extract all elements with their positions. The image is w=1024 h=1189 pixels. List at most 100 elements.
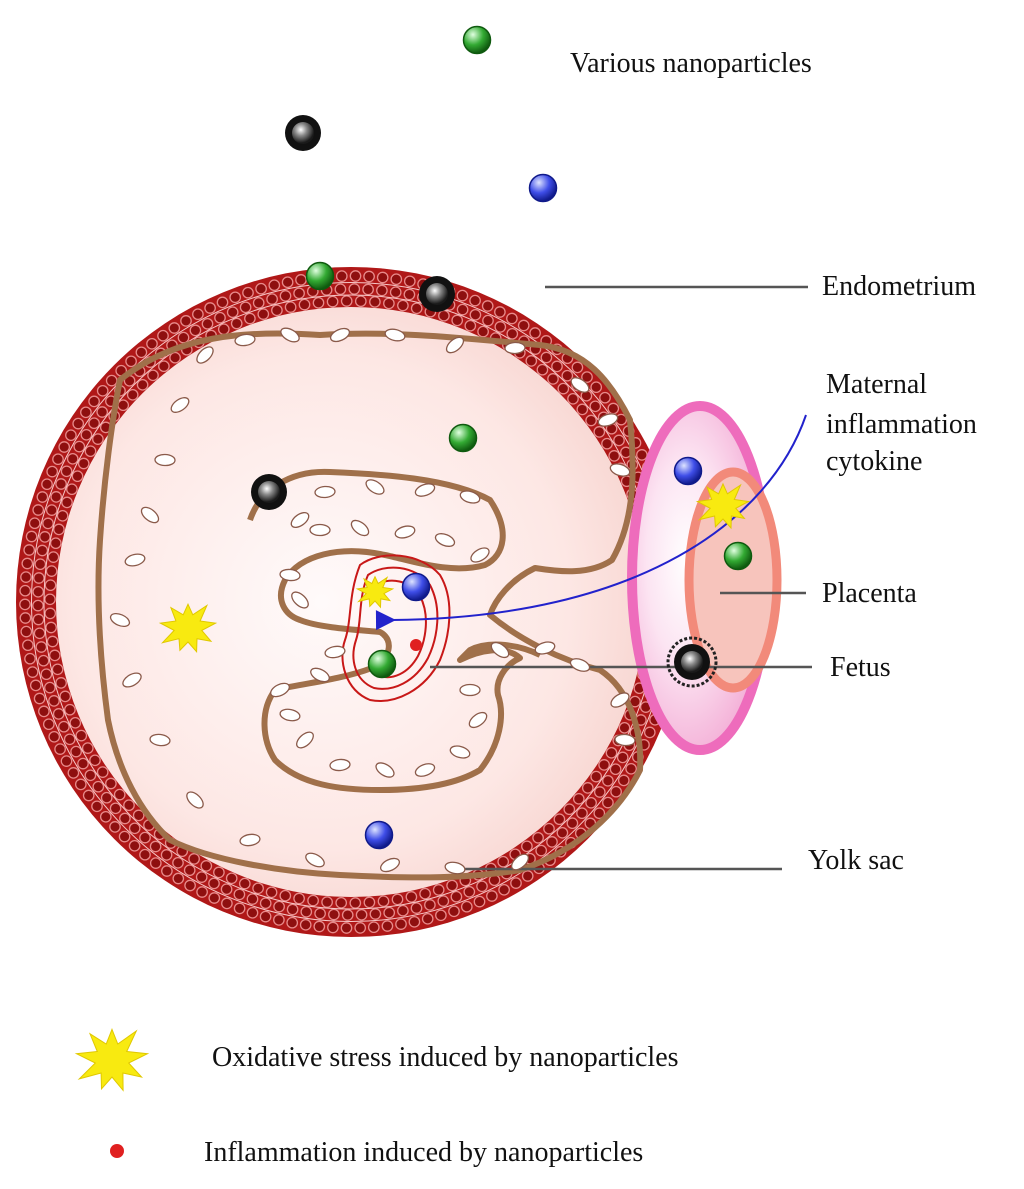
green-nanoparticle	[723, 541, 753, 571]
endometrium-cell	[327, 921, 339, 934]
endometrium-cell	[50, 491, 63, 503]
endometrium-cell	[585, 796, 597, 809]
tissue-cell	[459, 490, 481, 504]
label-endometrium: Endometrium	[822, 271, 976, 302]
endometrium-cell	[36, 544, 49, 557]
tissue-cell	[279, 568, 301, 582]
endometrium-cell	[536, 363, 549, 376]
legend: Oxidative stress induced by nanoparticle…	[74, 1028, 679, 1168]
endometrium-cell	[172, 872, 185, 885]
legend-inflammation-text: Inflammation induced by nanoparticles	[204, 1137, 643, 1168]
endometrium-cell	[132, 809, 145, 822]
endometrium-cell	[161, 865, 173, 877]
endometrium-cell	[168, 322, 181, 334]
endometrium-cell	[510, 877, 522, 889]
endometrium-cell	[88, 417, 100, 430]
endometrium-cell	[88, 395, 100, 408]
endometrium-cell	[335, 896, 348, 909]
endometrium-cell	[525, 355, 538, 367]
endometrium-cell	[363, 270, 375, 283]
endometrium-cell	[23, 544, 36, 556]
endometrium-cell	[521, 840, 533, 853]
endometrium-cell	[354, 922, 367, 934]
tissue-cell	[170, 397, 190, 413]
endometrium-cell	[473, 895, 486, 908]
endometrium-cell	[451, 314, 464, 327]
endometrium-cell	[532, 831, 544, 844]
endometrium-cell	[367, 921, 380, 934]
endometrium-cell	[128, 822, 141, 835]
endometrium-cell	[293, 892, 305, 905]
endometrium-cell	[233, 902, 246, 915]
endometrium-cell	[20, 625, 33, 638]
tissue-cell	[305, 852, 325, 868]
endometrium-cell	[33, 572, 45, 584]
inflammation-dot	[410, 639, 422, 651]
endometrium-cell	[52, 453, 64, 466]
endometrium-cell	[38, 705, 50, 718]
endometrium-cell	[581, 371, 593, 383]
endometrium-cell	[39, 531, 51, 543]
endometrium-cell	[96, 766, 109, 778]
endometrium-cell	[476, 880, 488, 893]
endometrium-cell	[608, 450, 621, 462]
tissue-cell	[459, 683, 481, 697]
endometrium-cell	[42, 718, 55, 731]
endometrium-cell	[265, 886, 278, 899]
endometrium-cell	[188, 853, 200, 865]
endometrium-cell	[312, 296, 325, 309]
endometrium-cell	[252, 882, 264, 895]
endometrium-cell	[60, 755, 73, 767]
endometrium-cell	[298, 298, 311, 311]
tissue-cell	[309, 523, 331, 537]
placenta	[627, 401, 782, 755]
endometrium-cell	[74, 778, 87, 791]
endometrium-cell	[403, 288, 416, 301]
tissue-cell	[291, 591, 309, 609]
endometrium-cell	[105, 777, 117, 790]
endometrium-cell	[334, 283, 347, 296]
endometrium-cell	[184, 879, 196, 892]
endometrium-cell	[266, 293, 278, 305]
endometrium-cell	[149, 840, 162, 853]
endometrium-cell	[47, 551, 60, 563]
endometrium-cell	[92, 433, 104, 445]
endometrium-cell	[96, 406, 109, 418]
endometrium-cell	[469, 294, 481, 307]
green-nanoparticle	[367, 649, 397, 679]
tissue-cell	[280, 327, 300, 343]
endometrium-cell	[217, 323, 230, 336]
cytokine-arrow	[375, 414, 807, 631]
endometrium-cell	[208, 892, 221, 904]
endometrium-cell	[22, 639, 34, 652]
legend-star-icon	[74, 1028, 150, 1092]
endometrium-cell	[486, 890, 498, 902]
tissue-cell	[490, 641, 510, 659]
tissue-cell	[504, 341, 526, 355]
endometrium-cell	[58, 441, 71, 453]
endometrium-cell	[84, 445, 97, 458]
endometrium-cell	[146, 337, 158, 350]
endometrium-cell	[34, 558, 47, 571]
tissue-cell	[186, 791, 204, 809]
endometrium-cell	[397, 904, 409, 917]
endometrium-cell	[192, 308, 204, 321]
endometrium-cell	[397, 299, 409, 312]
label-maternal: Maternal	[826, 369, 927, 400]
endometrium-cell	[208, 877, 220, 890]
endometrium-cell	[349, 897, 362, 909]
label-yolk-sac: Yolk sac	[808, 845, 904, 876]
tissue-cell	[279, 708, 301, 722]
endometrium-cell	[48, 649, 61, 662]
endometrium-cell	[494, 321, 507, 333]
endometrium-cell	[636, 449, 648, 461]
black-nanoparticle-core	[426, 283, 448, 305]
endometrium-cell	[29, 679, 42, 692]
endometrium-cell	[147, 369, 159, 382]
endometrium-cell	[73, 440, 86, 453]
endometrium-cell	[242, 286, 254, 299]
endometrium-cell	[590, 770, 603, 783]
endometrium-cell	[169, 351, 181, 364]
endometrium-cell	[300, 905, 313, 918]
